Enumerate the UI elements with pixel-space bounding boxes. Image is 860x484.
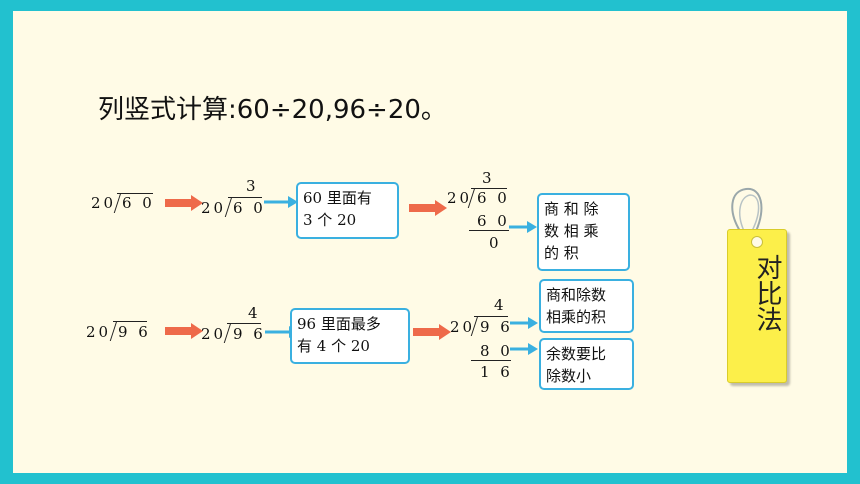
division-line: [117, 193, 153, 194]
divisor: 20: [450, 318, 476, 336]
explanation-box: 商 和 除 数 相 乘 的 积: [537, 193, 630, 271]
explanation-box: 商和除数 相乘的积: [539, 279, 634, 333]
tag-text: 对比法: [752, 254, 782, 332]
arrow-right-icon: [165, 323, 203, 339]
explanation-box: 60 里面有 3 个 20: [296, 182, 399, 239]
subtraction-line: [469, 230, 509, 231]
dividend: 9 6: [118, 323, 151, 341]
remainder: 0: [489, 234, 502, 252]
arrow-right-icon: [165, 195, 203, 211]
division-line: [228, 197, 262, 198]
box-line: 的 积: [544, 244, 579, 262]
product: 8 0: [480, 342, 513, 360]
divisor: 20: [91, 194, 117, 212]
box-line: 数 相 乘: [544, 222, 599, 240]
method-tag: 对比法: [727, 229, 787, 383]
product: 6 0: [477, 212, 510, 230]
divisor: 20: [201, 199, 227, 217]
dividend: 9 6: [233, 325, 266, 343]
box-line: 有 4 个 20: [297, 337, 370, 355]
divisor: 20: [447, 189, 473, 207]
arrow-right-icon: [264, 196, 298, 208]
box-line: 余数要比: [546, 345, 607, 363]
dividend: 6 0: [233, 199, 266, 217]
dividend: 6 0: [477, 189, 510, 207]
quotient: 3: [482, 169, 495, 187]
divisor: 20: [86, 323, 112, 341]
dividend: 9 6: [480, 318, 513, 336]
divisor: 20: [201, 325, 227, 343]
box-line: 商和除数: [546, 286, 607, 304]
box-line: 除数小: [546, 367, 592, 385]
tag-hole-icon: [751, 236, 763, 248]
arrow-right-icon: [510, 317, 538, 329]
division-line: [474, 316, 508, 317]
box-line: 60 里面有: [303, 189, 372, 207]
division-line: [227, 323, 261, 324]
subtraction-line: [471, 360, 511, 361]
box-line: 3 个 20: [303, 211, 357, 229]
arrow-right-icon: [509, 221, 537, 233]
slide: 列竖式计算:60÷20,96÷20。 20 6 0 3 20 6 0 60 里面…: [13, 11, 847, 473]
explanation-box: 96 里面最多 有 4 个 20: [290, 308, 410, 364]
division-line: [113, 321, 147, 322]
arrow-right-icon: [510, 343, 538, 355]
arrow-right-icon: [409, 200, 447, 216]
remainder: 1 6: [480, 363, 513, 381]
arrow-right-icon: [413, 324, 451, 340]
box-line: 96 里面最多: [297, 315, 381, 333]
division-line: [471, 188, 507, 189]
page-title: 列竖式计算:60÷20,96÷20。: [98, 95, 447, 125]
quotient: 3: [246, 177, 259, 195]
explanation-box: 余数要比 除数小: [539, 338, 634, 390]
dividend: 6 0: [122, 194, 155, 212]
quotient: 4: [494, 296, 507, 314]
quotient: 4: [248, 304, 261, 322]
tag-string-icon: [731, 187, 763, 232]
box-line: 商 和 除: [544, 200, 599, 218]
box-line: 相乘的积: [546, 308, 607, 326]
